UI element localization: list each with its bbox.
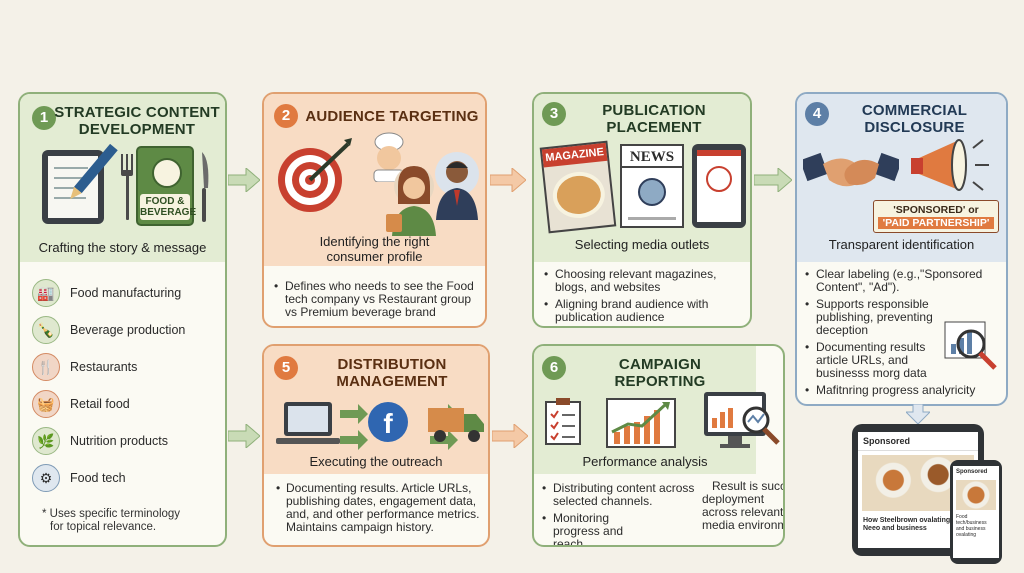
step-number: 2 <box>274 104 298 128</box>
bullet-item: Clear labeling (e.g.,"Sponsored Content"… <box>805 268 995 294</box>
food-beverage-badge: FOOD & BEVERAGE <box>136 146 196 226</box>
card-subtitle: Transparent identification <box>828 237 975 252</box>
sector-beverage-production: 🍾 Beverage production <box>32 316 185 344</box>
factory-icon: 🏭 <box>32 279 60 307</box>
bottle-icon: 🍾 <box>32 316 60 344</box>
newspaper-icon: NEWS <box>620 144 684 228</box>
bullet-item: Distributing content across selected cha… <box>542 482 702 508</box>
magnifier-chart-icon <box>944 321 997 370</box>
step-number: 5 <box>274 356 298 380</box>
sector-retail-food: 🧺 Retail food <box>32 390 130 418</box>
card-subtitle: Performance analysis <box>582 454 708 469</box>
step-number: 4 <box>805 102 829 126</box>
tablet-web-icon <box>692 144 746 228</box>
bullet-item: Defines who needs to see the Food tech c… <box>274 280 479 319</box>
card-body: • Documenting results. Article URLs, pub… <box>276 481 480 534</box>
arrow-3-to-4 <box>754 168 792 192</box>
arrow-5-to-6 <box>492 424 528 448</box>
cutlery-icon: 🍴 <box>32 353 60 381</box>
sector-food-tech: ⚙ Food tech <box>32 464 126 492</box>
food-photo <box>956 480 996 510</box>
sponsored-label: Sponsored <box>858 432 978 451</box>
basket-icon: 🧺 <box>32 390 60 418</box>
bullet-list: Distributing content across selected cha… <box>542 482 702 546</box>
card-title: Campaign Reporting <box>614 356 706 390</box>
result-note: Result is successful deployment across r… <box>702 479 784 532</box>
footnote: * Uses specific terminology for topical … <box>42 508 181 533</box>
card-title: Audience Targeting <box>305 108 479 125</box>
card-strategic-content: 1 Strategic Content Development FOOD & B… <box>18 92 227 547</box>
sector-restaurants: 🍴 Restaurants <box>32 353 137 381</box>
article-caption: Food tech/business and business ovalatin… <box>956 514 987 538</box>
megaphone-icon <box>911 139 989 191</box>
tablet-pencil-icon <box>42 144 118 224</box>
card-audience-targeting: 2 Audience Targeting Identifying the rig… <box>262 92 487 328</box>
card-subtitle: Selecting media outlets <box>574 237 710 252</box>
sponsored-label: Sponsored <box>956 469 988 475</box>
knife-icon <box>202 152 209 222</box>
growth-chart-icon <box>606 398 676 448</box>
card-publication-placement: 3 Publication Placement MAGAZINE NEWS Se… <box>532 92 752 328</box>
truck-icon <box>428 408 484 442</box>
sector-label: Restaurants <box>70 360 138 374</box>
leaf-icon: 🌿 <box>32 427 60 455</box>
facebook-icon: f <box>368 402 408 442</box>
monitor-magnifier-icon <box>704 392 780 448</box>
sponsored-tag: 'SPONSORED' or 'PAID PARTNERSHIP' <box>873 200 999 233</box>
bullet-item: Aligning brand audience with publication… <box>544 298 744 324</box>
card-title: Commercial Disclosure <box>861 102 968 136</box>
target-icon <box>278 138 352 212</box>
arrow-2-to-3 <box>490 168 526 192</box>
step-number: 3 <box>542 102 566 126</box>
checklist-icon <box>545 398 581 445</box>
bullet-list: Defines who needs to see the Food tech c… <box>274 280 479 323</box>
card-title: Distribution Management <box>336 356 448 390</box>
bullet-item: Choosing relevant magazines, blogs, and … <box>544 268 744 294</box>
sector-food-manufacturing: 🏭 Food manufacturing <box>32 279 181 307</box>
card-title: Strategic Content Development <box>54 104 220 138</box>
card-title: Publication Placement <box>602 102 706 136</box>
card-distribution-management: 5 Distribution Management f Executing th… <box>262 344 490 547</box>
sector-label: Nutrition products <box>70 434 168 448</box>
arrow-4-to-device <box>906 404 930 424</box>
card-subtitle: Crafting the story & message <box>38 240 207 255</box>
bullet-item: Documenting results article URLs, and bu… <box>805 341 940 380</box>
bullet-item: Monitoring progress and reach. <box>542 512 652 546</box>
article-caption: How Steelbrown ovalating Neeo and busine… <box>863 517 951 532</box>
sector-label: Food manufacturing <box>70 286 182 300</box>
handshake-icon <box>803 152 899 187</box>
bullet-list: Clear labeling (e.g.,"Sponsored Content"… <box>805 268 982 401</box>
sector-label: Beverage production <box>70 323 186 337</box>
man-icon <box>435 152 479 220</box>
arrow-1-to-5 <box>228 424 260 448</box>
bullet-item: Mafitnring progress analyricity <box>805 384 1005 398</box>
step-number: 1 <box>32 106 56 130</box>
sector-label: Retail food <box>70 397 130 411</box>
step-number: 6 <box>542 356 566 380</box>
sector-label: Food tech <box>70 471 126 485</box>
arrow-1-to-2 <box>228 168 260 192</box>
magazine-icon: MAGAZINE <box>539 140 617 234</box>
sector-nutrition-products: 🌿 Nutrition products <box>32 427 168 455</box>
bullet-list: Choosing relevant magazines, blogs, and … <box>544 268 744 326</box>
bullet-item: Supports responsible publishing, prevent… <box>805 298 935 337</box>
fork-icon <box>121 154 133 220</box>
phone-mockup: Sponsored Food tech/business and busines… <box>950 460 1002 564</box>
card-campaign-reporting: 6 Campaign Reporting Performance analysi… <box>532 344 785 547</box>
card-subtitle: Identifying the right consumer profile <box>319 234 430 264</box>
woman-icon <box>386 166 436 236</box>
card-commercial-disclosure: 4 Commercial Disclosure 'SPONSORED' or '… <box>795 92 1008 406</box>
card-subtitle: Executing the outreach <box>309 454 443 469</box>
laptop-icon <box>276 402 340 444</box>
gear-icon: ⚙ <box>32 464 60 492</box>
